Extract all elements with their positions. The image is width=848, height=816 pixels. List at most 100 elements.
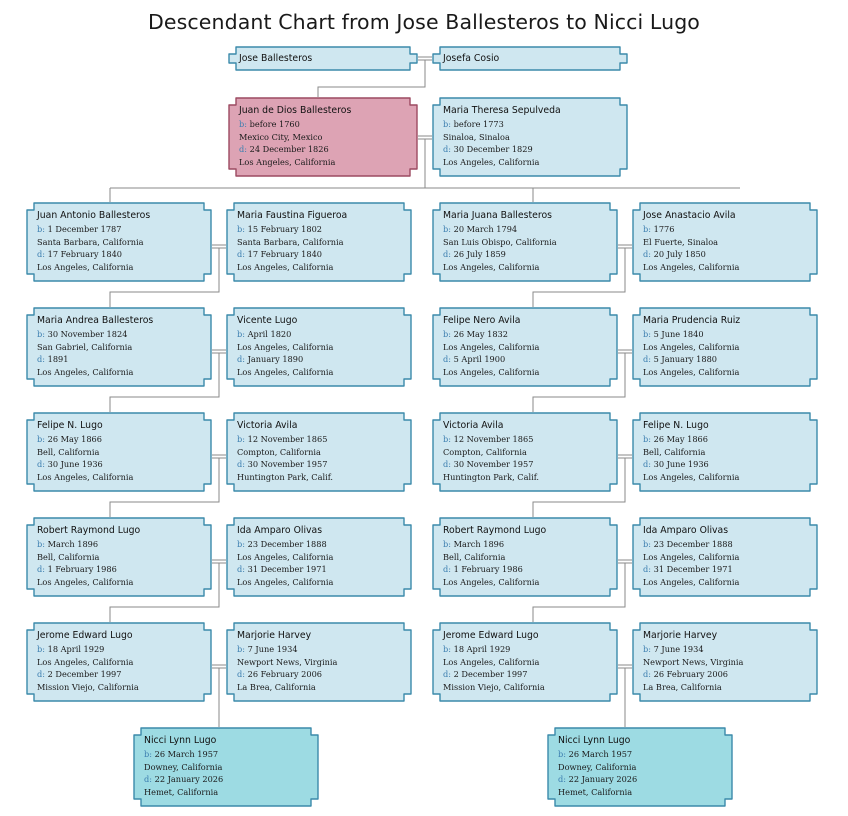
person-birth-date: b: 23 December 1888	[237, 539, 327, 549]
field-tag: d:	[37, 354, 48, 365]
person-death-date: d: 5 January 1880	[643, 354, 717, 365]
person-box-josefa-cosio[interactable]: Josefa Cosio	[432, 46, 628, 71]
field-tag: b:	[443, 434, 454, 444]
field-tag: d:	[443, 354, 454, 365]
person-death-date: d: 20 July 1850	[643, 249, 706, 260]
field-tag: b:	[37, 224, 48, 234]
person-birth-place: Newport News, Virginia	[237, 656, 338, 667]
person-birth-date: b: 26 March 1957	[558, 749, 633, 759]
field-tag: d:	[237, 669, 248, 680]
person-birth-place: Los Angeles, California	[643, 341, 740, 352]
field-tag: d:	[643, 249, 654, 260]
person-name: Maria Theresa Sepulveda	[443, 105, 561, 116]
field-tag: d:	[239, 144, 250, 155]
person-death-date: d: 22 January 2026	[144, 774, 224, 785]
field-tag: b:	[643, 224, 654, 234]
person-name: Jerome Edward Lugo	[37, 630, 133, 641]
person-death-place: La Brea, California	[643, 681, 722, 692]
person-death-place: Los Angeles, California	[37, 576, 134, 587]
person-death-place: Huntington Park, Calif.	[443, 471, 540, 482]
person-birth-place: Downey, California	[144, 761, 223, 772]
person-birth-date: b: 7 June 1934	[237, 644, 298, 654]
field-tag: d:	[443, 669, 454, 680]
person-birth-place: Compton, California	[443, 446, 527, 457]
person-birth-date: b: 7 June 1934	[643, 644, 704, 654]
person-death-place: Los Angeles, California	[643, 576, 740, 587]
person-name: Robert Raymond Lugo	[443, 525, 547, 536]
person-birth-place: San Luis Obispo, California	[443, 236, 557, 247]
person-death-date: d: January 1890	[237, 354, 304, 365]
field-tag: d:	[643, 459, 654, 470]
person-name: Maria Faustina Figueroa	[237, 210, 348, 221]
person-death-date: d: 24 December 1826	[239, 144, 329, 155]
person-birth-place: Los Angeles, California	[237, 341, 334, 352]
field-tag: b:	[237, 434, 248, 444]
field-tag: b:	[237, 539, 248, 549]
field-tag: b:	[37, 644, 48, 654]
field-tag: d:	[443, 459, 454, 470]
person-name: Maria Juana Ballesteros	[443, 210, 552, 221]
person-birth-date: b: 26 May 1866	[37, 434, 102, 444]
person-birth-place: Newport News, Virginia	[643, 656, 744, 667]
person-name: Ida Amparo Olivas	[643, 525, 729, 536]
person-name: Ida Amparo Olivas	[237, 525, 323, 536]
person-name: Josefa Cosio	[443, 53, 500, 64]
person-death-place: Los Angeles, California	[443, 156, 540, 167]
person-birth-place: Bell, California	[37, 446, 100, 457]
person-birth-place: Los Angeles, California	[37, 656, 134, 667]
person-name: Victoria Avila	[237, 420, 298, 431]
field-tag: b:	[237, 329, 248, 339]
person-birth-date: b: 30 November 1824	[37, 329, 128, 339]
field-tag: b:	[643, 539, 654, 549]
person-birth-date: b: before 1773	[443, 119, 504, 129]
person-death-date: d: 26 February 2006	[237, 669, 322, 680]
person-birth-date: b: before 1760	[239, 119, 300, 129]
field-tag: b:	[37, 539, 48, 549]
person-birth-place: Los Angeles, California	[643, 551, 740, 562]
field-tag: d:	[443, 144, 454, 155]
field-tag: b:	[643, 434, 654, 444]
person-death-place: Los Angeles, California	[643, 366, 740, 377]
person-birth-place: Bell, California	[443, 551, 506, 562]
field-tag: d:	[37, 249, 48, 260]
person-death-place: Mission Viejo, California	[37, 681, 139, 692]
person-death-date: d: 5 April 1900	[443, 354, 506, 365]
person-birth-place: Los Angeles, California	[237, 551, 334, 562]
person-box-jose-ballesteros[interactable]: Jose Ballesteros	[228, 46, 418, 71]
person-death-date: d: 30 June 1936	[643, 459, 709, 470]
person-death-date: d: 31 December 1971	[237, 564, 327, 575]
person-birth-date: b: 1 December 1787	[37, 224, 122, 234]
person-death-date: d: 17 February 1840	[237, 249, 322, 260]
person-death-date: d: 17 February 1840	[37, 249, 122, 260]
person-name: Nicci Lynn Lugo	[558, 735, 631, 746]
person-death-date: d: 30 November 1957	[443, 459, 534, 470]
person-death-date: d: 1891	[37, 354, 69, 365]
person-death-place: Mission Viejo, California	[443, 681, 545, 692]
person-birth-place: Santa Barbara, California	[237, 236, 344, 247]
person-death-place: Hemet, California	[558, 786, 633, 797]
